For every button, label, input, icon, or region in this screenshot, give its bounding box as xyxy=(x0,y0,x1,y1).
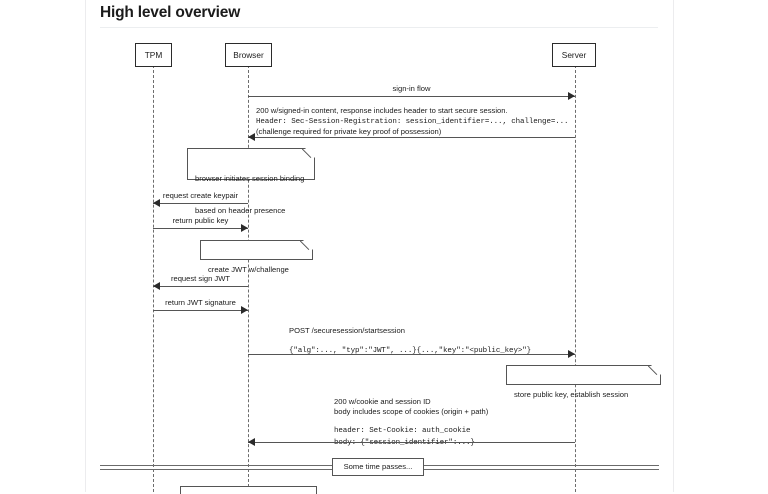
message-line-request-create-keypair xyxy=(153,203,248,204)
arrow-head-return-jwt-signature xyxy=(241,306,248,314)
page-gutter-left-rule xyxy=(85,0,86,492)
note-text-line: store public key, establish session xyxy=(514,390,629,399)
message-label-mono-text: {"alg":..., "typ":"JWT", ...}{...,"key":… xyxy=(289,347,532,355)
note-create-jwt-with-challenge: create JWT w/challenge xyxy=(200,240,313,274)
message-label-line: (challenge required for private key proo… xyxy=(256,127,442,137)
message-label-mono-text: Header: Sec-Session-Registration: sessio… xyxy=(256,117,569,126)
arrow-head-sign-in-flow xyxy=(568,92,575,100)
message-label-line-mono: {"alg":..., "typ":"JWT", ...}{...,"key":… xyxy=(289,340,531,361)
message-label-mono-text: header: Set-Cookie: auth_cookie xyxy=(334,427,471,436)
page-gutter-right-rule xyxy=(673,0,674,492)
message-label-post-startsession: POST /securesession/startsession {"alg":… xyxy=(289,321,531,361)
note-store-public-key-establish-session: store public key, establish session xyxy=(506,365,661,399)
note-browser-initiates-session-binding: browser initiates session binding based … xyxy=(187,148,315,215)
note-text-line: based on header presence xyxy=(195,205,286,215)
message-label-line: 200 w/cookie and session ID xyxy=(334,397,431,406)
arrow-head-cookie-session-response xyxy=(248,438,255,446)
page-title: High level overview xyxy=(100,4,241,21)
lifeline-server xyxy=(575,65,576,492)
note-text-line: create JWT w/challenge xyxy=(208,265,289,274)
message-label-signed-in-response: 200 w/signed-in content, response includ… xyxy=(256,106,569,137)
arrow-head-request-create-keypair xyxy=(153,199,160,207)
lifeline-browser xyxy=(248,65,249,492)
actor-box-tpm[interactable]: TPM xyxy=(135,43,172,67)
message-label-return-public-key: return public key xyxy=(172,216,229,225)
time-divider-label-box: Some time passes... xyxy=(332,458,424,476)
message-line-cookie-session-response xyxy=(248,442,575,443)
lifeline-tpm xyxy=(153,65,154,492)
message-label-sign-in-flow: sign-in flow xyxy=(392,84,431,93)
message-label-line: POST /securesession/startsession xyxy=(289,326,405,335)
arrow-head-signed-in-response xyxy=(248,133,255,141)
sequence-diagram: TPM Browser Server sign-in flow 200 w/si… xyxy=(86,0,673,494)
message-label-cookie-session-response: 200 w/cookie and session ID body include… xyxy=(334,397,488,448)
note-text-line: browser initiates session binding xyxy=(195,174,305,183)
arrow-head-return-public-key xyxy=(241,224,248,232)
title-divider-rule xyxy=(100,27,658,28)
message-line-return-public-key xyxy=(153,228,248,229)
page-content: High level overview TPM Browser Server s… xyxy=(86,0,673,494)
message-label-line: body includes scope of cookies (origin +… xyxy=(334,406,489,416)
actor-box-server[interactable]: Server xyxy=(552,43,596,67)
message-line-signed-in-response xyxy=(248,137,575,138)
message-label-return-jwt-signature: return JWT signature xyxy=(165,298,236,307)
message-line-return-jwt-signature xyxy=(153,310,248,311)
note-fold-diagonal-icon xyxy=(302,148,315,161)
note-fold-diagonal-icon xyxy=(300,240,313,253)
note-fold-diagonal-icon xyxy=(648,365,661,378)
message-line-request-sign-jwt xyxy=(153,286,248,287)
arrow-head-post-startsession xyxy=(568,350,575,358)
message-line-sign-in-flow xyxy=(248,96,575,97)
actor-box-browser[interactable]: Browser xyxy=(225,43,272,67)
message-label-line: 200 w/signed-in content, response includ… xyxy=(256,106,508,115)
message-line-post-startsession xyxy=(248,354,575,355)
message-label-request-sign-jwt: request sign JWT xyxy=(170,274,231,283)
message-label-line-spacer xyxy=(334,416,488,425)
message-label-line-mono: Header: Sec-Session-Registration: sessio… xyxy=(256,116,569,128)
message-label-line-mono: header: Set-Cookie: auth_cookie xyxy=(334,425,488,437)
message-label-request-create-keypair: request create keypair xyxy=(162,191,239,200)
arrow-head-request-sign-jwt xyxy=(153,282,160,290)
note-clipped-bottom xyxy=(180,486,317,494)
